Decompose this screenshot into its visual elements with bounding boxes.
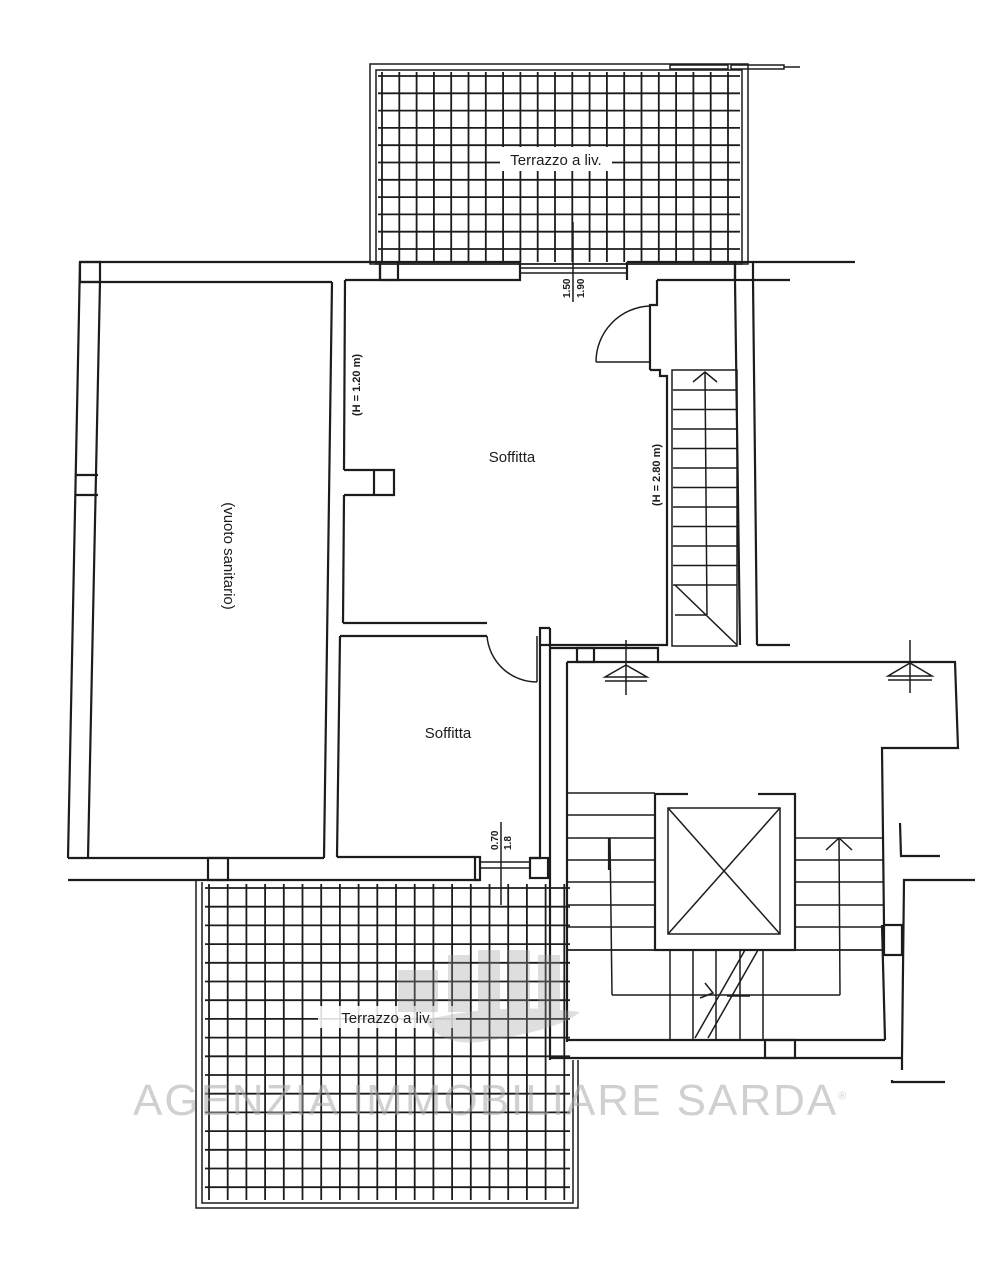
- registered-mark: ®: [838, 1090, 849, 1103]
- internal-stair: [671, 369, 738, 647]
- height-label-right: (H = 2.80 m): [651, 444, 663, 506]
- section-marker-left: [602, 640, 650, 695]
- door-top: [595, 305, 651, 363]
- room-label-crawl-space: (vuoto sanitario): [220, 502, 237, 610]
- elevator-shaft: [653, 792, 797, 952]
- room-label-terrace-top: Terrazzo a liv.: [510, 152, 601, 169]
- room-label-attic-small: Soffitta: [425, 725, 472, 742]
- watermark-logo: [398, 950, 580, 1043]
- walls: [66, 260, 975, 1084]
- room-label-attic-main: Soffitta: [489, 449, 536, 466]
- door-bottom: [486, 635, 538, 683]
- watermark-text: AGENZIA IMMOBILIARE SARDA®: [133, 1076, 873, 1126]
- watermark-agency-name: AGENZIA IMMOBILIARE SARDA: [133, 1076, 839, 1125]
- terrace-bottom: Terrazzo a liv.: [195, 880, 579, 1209]
- dim-top-door-height: 1.90: [576, 278, 587, 298]
- dim-top-door-width: 1.50: [562, 278, 573, 298]
- height-label-left: (H = 1.20 m): [351, 354, 363, 416]
- terrace-top: Terrazzo a liv.: [369, 63, 800, 265]
- room-label-terrace-bottom: Terrazzo a liv.: [341, 1010, 432, 1027]
- main-staircase: [567, 792, 884, 1040]
- dim-bottom-door-width: 0.70: [490, 830, 501, 850]
- section-marker-right: [885, 640, 935, 693]
- dim-bottom-door-height: 1.8: [503, 836, 514, 850]
